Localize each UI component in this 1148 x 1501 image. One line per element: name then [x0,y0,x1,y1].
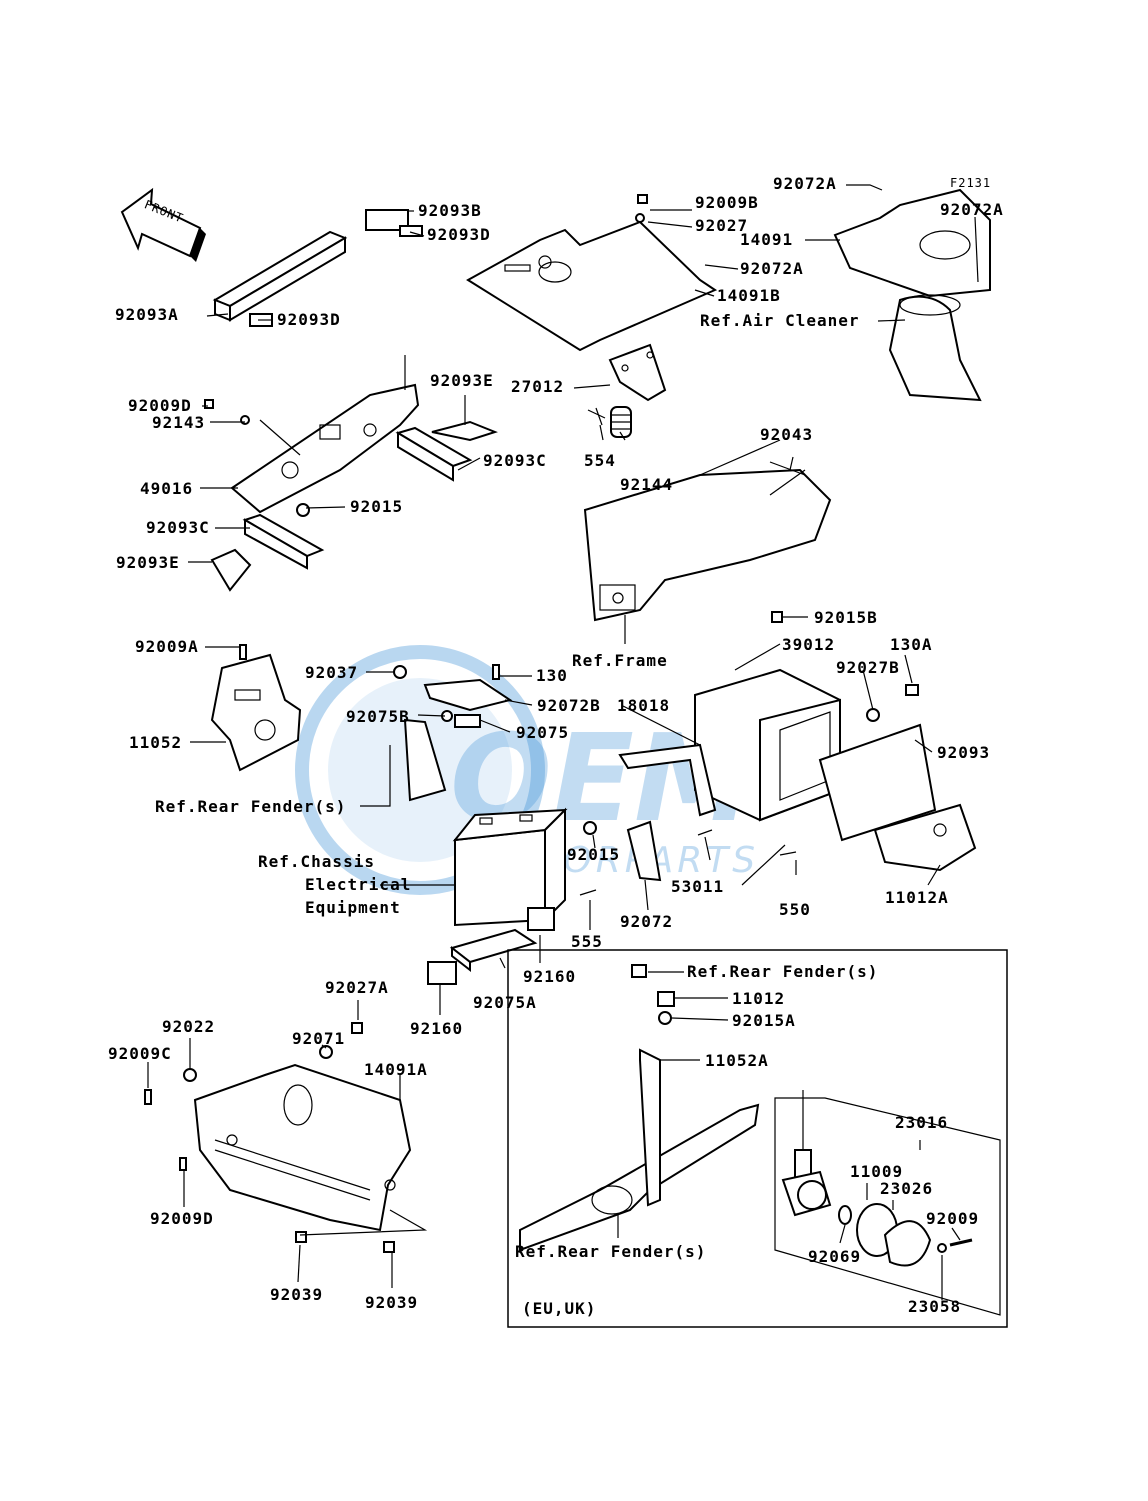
label-92009D-1: 92009D [128,396,192,415]
figure-code: F2131 [950,176,991,190]
label-92072A-1: 92072A [773,174,837,193]
label-92071: 92071 [292,1029,345,1048]
label-ref-frame: Ref.Frame [572,651,668,670]
label-92022: 92022 [162,1017,215,1036]
label-23026: 23026 [880,1179,933,1198]
label-92039-2: 92039 [365,1293,418,1312]
label-92009C: 92009C [108,1044,172,1063]
label-ref-rear-fender-2: Ref.Rear Fender(s) [687,962,878,981]
license-lamp-inset [781,1090,973,1267]
label-92027B: 92027B [836,658,900,677]
label-18018: 18018 [617,696,670,715]
label-23058: 23058 [908,1297,961,1316]
label-92093D-1: 92093D [427,225,491,244]
air-cleaner-duct [888,294,982,402]
battery [452,807,568,927]
label-39012: 39012 [782,635,835,654]
label-92037: 92037 [305,663,358,682]
label-92093D-2: 92093D [277,310,341,329]
part-labels: 92072A 92072A 92072A 14091 92009B 92027 … [108,174,1004,1318]
label-27012: 27012 [511,377,564,396]
label-92015A: 92015A [732,1011,796,1030]
bracket-plate [403,678,513,802]
frame-drawing [583,439,832,622]
label-130: 130 [536,666,568,685]
bracket-11052 [210,653,302,772]
label-555: 555 [571,932,603,951]
label-130A: 130A [890,635,933,654]
label-11052A: 11052A [705,1051,769,1070]
leader-lines [147,184,979,1300]
label-92160-1: 92160 [523,967,576,986]
label-14091: 14091 [740,230,793,249]
cover-14091 [833,188,991,298]
label-92093E-2: 92093E [116,553,180,572]
label-92144: 92144 [620,475,673,494]
label-92075: 92075 [516,723,569,742]
label-ref-rear-fender-1: Ref.Rear Fender(s) [155,797,346,816]
inset-box [507,949,1008,1328]
fasteners [144,194,919,1253]
label-554: 554 [584,451,616,470]
label-92072A-3: 92072A [740,259,804,278]
label-14091A: 14091A [364,1060,428,1079]
cover-14091A [193,1063,412,1232]
label-92009B: 92009B [695,193,759,212]
label-92072A-2: 92072A [940,200,1004,219]
label-11052: 11052 [129,733,182,752]
rear-fender-inset [519,964,760,1252]
label-23016: 23016 [895,1113,948,1132]
label-92027: 92027 [695,216,748,235]
label-92075B: 92075B [346,707,410,726]
cover-14091B [466,220,718,352]
label-92009A: 92009A [135,637,199,656]
label-92043: 92043 [760,425,813,444]
label-14091B: 14091B [717,286,781,305]
label-92160-2: 92160 [410,1019,463,1038]
label-92093E-1: 92093E [430,371,494,390]
label-ref-air-cleaner: Ref.Air Cleaner [700,311,860,330]
label-92009: 92009 [926,1209,979,1228]
label-ref-rear-fender-3: Ref.Rear Fender(s) [515,1242,706,1261]
bracket-27012 [587,343,667,438]
label-92075A: 92075A [473,993,537,1012]
label-92072: 92072 [620,912,673,931]
label-92015B: 92015B [814,608,878,627]
label-53011: 53011 [671,877,724,896]
label-550: 550 [779,900,811,919]
label-92143: 92143 [152,413,205,432]
label-92093: 92093 [937,743,990,762]
foam-strips [210,209,498,592]
label-92093B: 92093B [418,201,482,220]
label-92027A: 92027A [325,978,389,997]
label-92015-2: 92015 [567,845,620,864]
inset-sub-box [774,1097,1001,1316]
label-11009: 11009 [850,1162,903,1181]
stay-18018 [618,743,717,882]
label-92093C-2: 92093C [146,518,210,537]
label-92093C-1: 92093C [483,451,547,470]
label-49016: 49016 [140,479,193,498]
label-ref-chassis-1: Ref.Chassis [258,852,375,871]
bracket-49016 [230,355,420,514]
label-92009D-2: 92009D [150,1209,214,1228]
label-92093A: 92093A [115,305,179,324]
battery-box [694,668,977,872]
label-ref-chassis-3: Equipment [305,898,401,917]
battery-pads [427,907,555,985]
label-ref-chassis-2: Electrical [305,875,411,894]
label-92039-1: 92039 [270,1285,323,1304]
label-92069: 92069 [808,1247,861,1266]
label-11012: 11012 [732,989,785,1008]
front-arrow-icon: FRONT [120,187,206,262]
label-92072B: 92072B [537,696,601,715]
label-11012A: 11012A [885,888,949,907]
inset-note: (EU,UK) [522,1299,596,1318]
label-92015-1: 92015 [350,497,403,516]
